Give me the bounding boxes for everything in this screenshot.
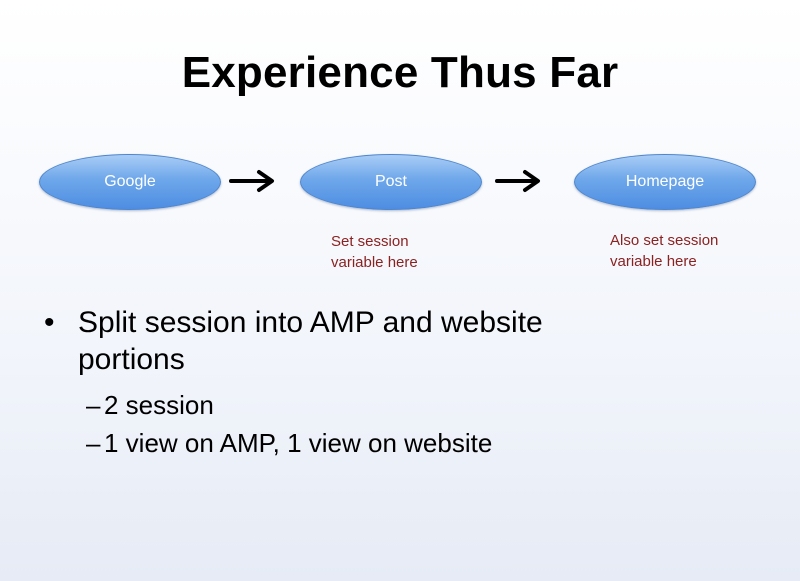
sub-bullet-marker: – <box>86 390 101 420</box>
post-annotation-line: variable here <box>331 254 418 271</box>
post-annotation: Set session variable here <box>331 231 418 273</box>
slide-title: Experience Thus Far <box>181 48 619 97</box>
homepage-annotation: Also set session variable here <box>610 230 718 272</box>
node-homepage-label: Homepage <box>625 173 705 190</box>
sub-bullet-text: 1 view on AMP, 1 view on website <box>104 428 493 458</box>
sub-bullet-item: – 1 view on AMP, 1 view on website <box>44 424 764 462</box>
arrow-right-icon <box>495 170 540 192</box>
node-post-label: Post <box>374 173 407 190</box>
homepage-annotation-line: variable here <box>610 253 697 270</box>
homepage-annotation-line: Also set session <box>610 232 719 249</box>
node-google-label: Google <box>104 173 156 190</box>
sub-bullet-marker: – <box>86 428 101 458</box>
node-google: Google <box>39 154 221 210</box>
bullet-item: • Split session into AMP and website por… <box>44 304 764 378</box>
bullet-marker: • <box>44 306 55 339</box>
node-post: Post <box>300 154 482 210</box>
post-annotation-line: Set session <box>331 233 409 250</box>
bullet-list: • Split session into AMP and website por… <box>44 304 764 462</box>
sub-bullet-item: – 2 session <box>44 386 764 424</box>
bullet-text-line: portions <box>78 343 185 376</box>
bullet-text-line: Split session into AMP and website <box>78 306 543 339</box>
node-homepage: Homepage <box>574 154 756 210</box>
sub-bullet-text: 2 session <box>104 390 214 420</box>
arrow-right-icon <box>229 170 274 192</box>
